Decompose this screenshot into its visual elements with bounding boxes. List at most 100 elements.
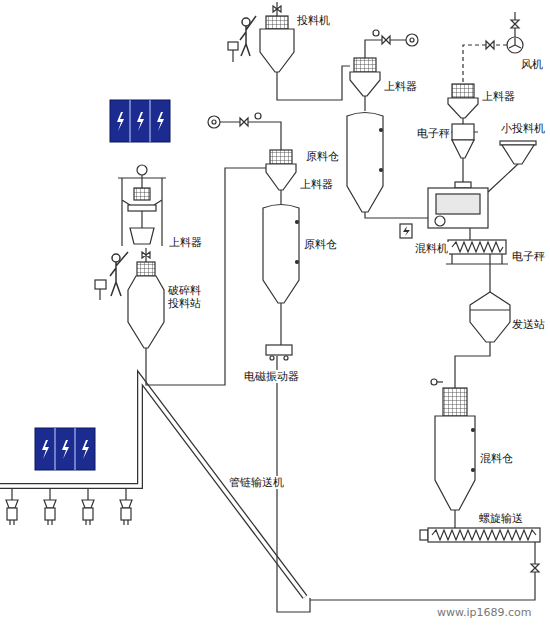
control-cabinet <box>130 100 131 142</box>
material-pipe <box>280 303 281 345</box>
vacuum-loader <box>448 84 478 118</box>
part-label: 上料器 <box>299 178 334 191</box>
raw-material-bin <box>296 261 299 264</box>
control-cabinet <box>150 100 151 142</box>
material-pipe <box>489 254 490 292</box>
raw-material-bin <box>263 205 299 304</box>
screw-conveyor <box>432 530 536 540</box>
control-cabinet <box>35 428 95 470</box>
vacuum-loader <box>452 84 474 98</box>
molding-machine <box>6 500 132 525</box>
molding-machine <box>44 500 56 508</box>
vacuum-loader <box>208 116 220 128</box>
control-cabinet <box>75 428 76 470</box>
mixer <box>435 216 445 226</box>
control-panel <box>95 280 106 289</box>
part-label: 小投料机 <box>500 122 546 135</box>
control-cabinet <box>157 112 164 131</box>
air-line <box>463 45 507 84</box>
control-cabinet <box>82 440 89 459</box>
vacuum-loader <box>240 118 248 126</box>
screw-scale <box>446 240 508 264</box>
part-label: 混料仓 <box>479 452 514 465</box>
raw-material-bin <box>380 169 383 172</box>
vacuum-loader <box>365 40 406 58</box>
drop-pipe <box>12 489 126 500</box>
fan <box>486 41 494 49</box>
material-pipe <box>469 228 470 240</box>
vacuum-loader <box>382 36 390 44</box>
fan <box>509 38 521 48</box>
part-label: 电子秤 <box>511 250 546 263</box>
material-pipe <box>280 190 281 204</box>
vacuum-loader <box>266 164 296 190</box>
sending-vessel <box>470 292 510 342</box>
feeder-hopper <box>273 6 281 12</box>
drop-pipe <box>12 489 126 500</box>
vibrator <box>266 345 292 360</box>
raw-material-bin <box>263 205 299 304</box>
material-pipe <box>365 212 428 218</box>
part-label: 上料器 <box>383 80 418 93</box>
control-cabinet <box>35 428 95 470</box>
molding-machine <box>86 520 90 525</box>
mixing-bin <box>472 469 475 472</box>
control-panel <box>99 289 100 300</box>
vacuum-loader <box>410 38 414 42</box>
control-panel <box>228 42 238 50</box>
molding-machine <box>124 520 128 525</box>
control-cabinet <box>137 112 144 131</box>
material-pipe <box>277 66 350 100</box>
fan <box>511 20 519 28</box>
control-cabinet <box>110 100 170 142</box>
part-label: 原料仓 <box>305 150 340 163</box>
material-pipe <box>364 96 365 111</box>
part-label: 原料仓 <box>303 238 338 251</box>
mixer <box>455 182 471 188</box>
molding-machine <box>7 508 17 520</box>
feeder-hopper <box>128 276 164 348</box>
sending-vessel <box>470 309 510 310</box>
molding-machine <box>120 500 132 525</box>
screw-conveyor <box>531 564 539 572</box>
mixing-bin <box>435 416 475 510</box>
operator-figure <box>110 252 128 296</box>
tube-chain-conveyor <box>0 378 305 597</box>
tube-chain-conveyor <box>0 378 305 597</box>
molding-machine <box>44 500 56 525</box>
loader-gantry <box>118 178 166 246</box>
vacuum-loader <box>212 120 216 124</box>
control-panel <box>228 42 238 62</box>
electric-symbol <box>400 224 412 238</box>
loader-gantry <box>141 211 142 228</box>
feeder-hopper <box>260 2 294 72</box>
material-pipe <box>488 164 518 192</box>
raw-material-bin <box>347 113 383 213</box>
vacuum-loader <box>350 72 380 96</box>
fan <box>486 12 523 53</box>
loader-gantry <box>134 188 150 200</box>
part-label: 混料机 <box>414 242 449 255</box>
part-label: 破碎料 投料站 <box>167 284 208 310</box>
loader-gantry <box>128 205 156 211</box>
operator-figure <box>110 252 128 296</box>
vacuum-loader <box>373 30 379 36</box>
electric-symbol <box>403 226 410 236</box>
operator-figure <box>240 16 256 56</box>
small-feeder <box>502 145 534 164</box>
loader-gantry <box>141 175 142 188</box>
sending-vessel <box>470 292 510 342</box>
part-label: 投料机 <box>296 14 331 27</box>
control-cabinet <box>55 428 56 470</box>
feeder-hopper <box>128 248 164 348</box>
raw-material-bin <box>380 129 383 132</box>
screw-conveyor <box>420 530 428 540</box>
molding-machine <box>6 500 18 508</box>
vacuum-loader <box>255 113 261 119</box>
feeder-hopper <box>142 252 150 258</box>
loader-gantry <box>118 165 166 246</box>
feeder-hopper <box>266 16 288 29</box>
electric-symbol <box>400 224 412 238</box>
vacuum-loader <box>220 122 281 150</box>
